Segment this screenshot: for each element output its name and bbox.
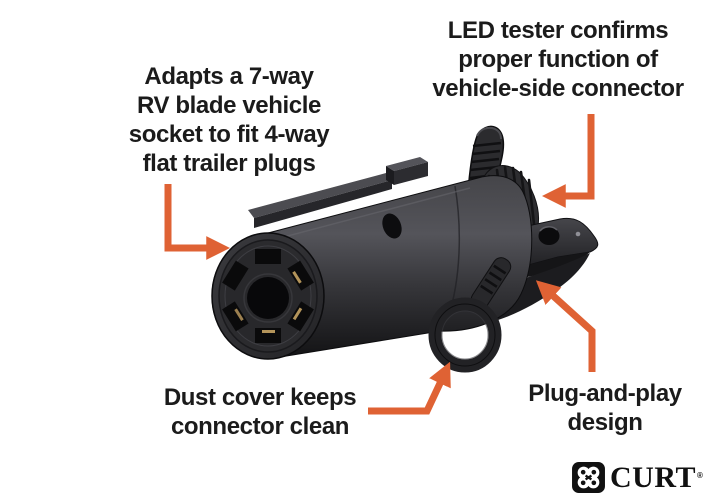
mounting-rail xyxy=(248,157,428,228)
curt-wordmark: CURT® xyxy=(610,460,704,494)
callout-dust-cover: Dust cover keeps connector clean xyxy=(163,384,357,440)
registered-trademark-symbol: ® xyxy=(696,470,704,480)
callout-adapts-7way: Adapts a 7-way RV blade vehicle socket t… xyxy=(128,63,330,177)
arrow-to-dust-cover xyxy=(368,361,451,415)
rail-lug xyxy=(386,157,428,171)
barrel-top-hole xyxy=(382,213,402,239)
blade-slots xyxy=(222,249,314,343)
curt-brand-logo: CURT® xyxy=(572,460,722,494)
dust-cover xyxy=(428,257,512,373)
curt-clover-gear-icon xyxy=(572,461,605,493)
arrow-to-socket xyxy=(164,184,231,260)
arrow-to-plug-design xyxy=(535,280,596,372)
arrow-to-led-tester xyxy=(541,114,595,208)
center-pin-hole xyxy=(247,277,289,319)
socket-face-7way xyxy=(211,232,325,360)
callout-led-tester: LED tester confirms proper function of v… xyxy=(432,17,684,102)
callout-plug-and-play: Plug-and-play design xyxy=(528,380,682,436)
